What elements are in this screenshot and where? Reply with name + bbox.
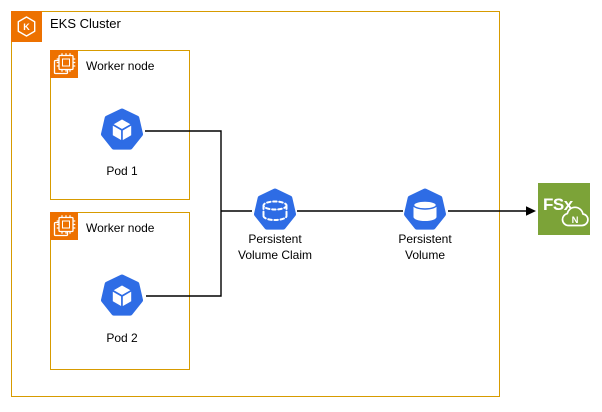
worker-node-1-label: Worker node: [86, 59, 155, 73]
pv-label-line1: Persistent: [398, 232, 452, 246]
worker-node-1-icon: [50, 50, 78, 78]
compute-chip-icon: [53, 215, 76, 237]
svg-text:K: K: [23, 22, 30, 32]
fsx-netapp-ontap-icon: FSx N: [538, 183, 590, 235]
arrowhead: [526, 206, 536, 216]
k8s-pod-icon: [100, 108, 144, 150]
eks-cluster-box: [11, 11, 500, 397]
pv-label-line2: Volume: [404, 248, 446, 262]
pvc-label-line1: Persistent: [248, 232, 302, 246]
pv-label: Persistent Volume: [365, 231, 485, 263]
pvc-label-line2: Volume Claim: [237, 248, 313, 262]
eks-hexagon-k-icon: K: [17, 16, 36, 37]
k8s-pod-icon: [100, 274, 144, 316]
fsx-icon: FSx N: [538, 183, 590, 240]
eks-cluster-label: EKS Cluster: [50, 16, 121, 31]
k8s-pv-icon: [403, 188, 447, 230]
k8s-pvc-icon: [253, 188, 297, 230]
pod-2-icon: [99, 273, 145, 324]
pv-icon: [402, 187, 448, 238]
worker-node-1-box: [50, 50, 190, 200]
pvc-label: Persistent Volume Claim: [215, 231, 335, 263]
pvc-icon: [252, 187, 298, 238]
pod-2-label: Pod 2: [106, 331, 138, 345]
worker-node-2-label: Worker node: [86, 221, 155, 235]
svg-text:N: N: [572, 215, 579, 226]
pod-1-icon: [99, 107, 145, 158]
eks-cluster-icon: K: [11, 11, 42, 42]
cloud-icon: [561, 206, 589, 227]
compute-chip-icon: [53, 53, 76, 75]
worker-node-2-box: [50, 212, 190, 370]
pod-1-label: Pod 1: [106, 164, 138, 178]
svg-text:FSx: FSx: [543, 195, 574, 214]
worker-node-2-icon: [50, 212, 78, 240]
